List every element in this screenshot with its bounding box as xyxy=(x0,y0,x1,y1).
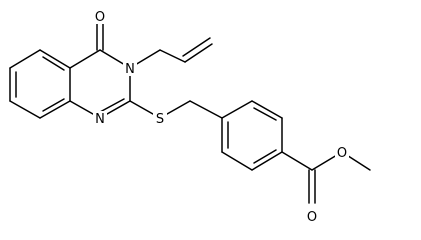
bond xyxy=(221,151,253,171)
bond xyxy=(251,151,283,171)
bond-double xyxy=(99,98,125,113)
bond-double xyxy=(182,37,211,57)
bond-double xyxy=(253,149,277,164)
bond xyxy=(184,43,213,63)
atom-label-nitrogen-n1: N xyxy=(95,112,105,127)
atom-label-oxygen-ketone: O xyxy=(95,10,105,25)
bond xyxy=(221,100,253,119)
atom-label-oxygen-ester-ether: O xyxy=(337,146,347,161)
bond xyxy=(9,49,41,69)
bond xyxy=(251,100,283,119)
atom-label-oxygen-ester-carbonyl: O xyxy=(307,210,317,225)
atom-label-nitrogen-n3: N xyxy=(125,62,135,77)
bond xyxy=(159,49,186,63)
bond xyxy=(9,100,41,119)
atom-label-sulfur: S xyxy=(156,112,164,127)
bond xyxy=(281,151,313,171)
bond-double xyxy=(253,107,277,121)
bond xyxy=(39,49,71,69)
bond xyxy=(69,49,101,69)
bond xyxy=(39,100,71,119)
bond xyxy=(189,100,223,119)
bond-double xyxy=(42,56,65,71)
bond-double xyxy=(42,98,65,112)
